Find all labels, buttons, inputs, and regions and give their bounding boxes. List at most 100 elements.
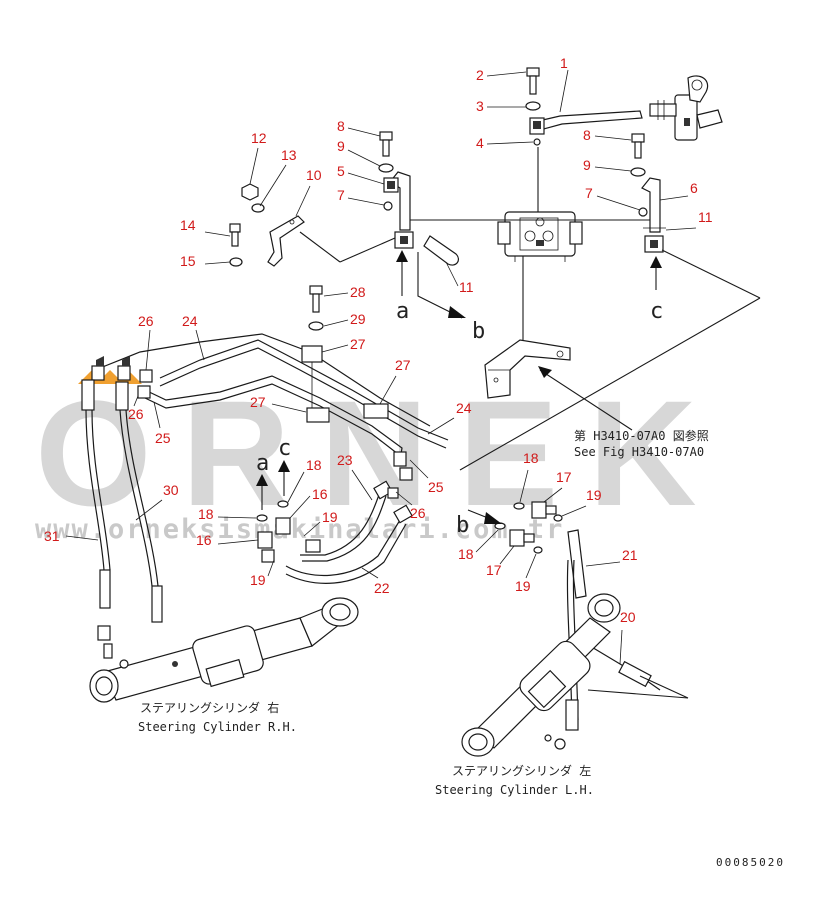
fitting-17a <box>531 501 557 519</box>
captions: 第 H3410-07A0 図参照 See Fig H3410-07A0 ステアリ… <box>138 428 709 797</box>
part-num-8b: 8 <box>583 127 591 143</box>
pin-4 <box>533 138 541 146</box>
view-arrow-a-top <box>396 250 408 296</box>
part-num-18c: 18 <box>523 450 539 466</box>
bolt-2 <box>526 67 540 95</box>
oring-19d <box>533 546 543 554</box>
view-letter-a-top: a <box>396 299 409 324</box>
washer-15 <box>229 257 243 267</box>
view-arrow-b-top <box>417 252 466 319</box>
nut-12 <box>241 183 259 201</box>
view-letter-a-bottom: a <box>256 451 269 476</box>
part-num-7b: 7 <box>585 185 593 201</box>
part-num-27c: 27 <box>250 394 266 410</box>
oring-18b <box>277 500 289 508</box>
view-letters: a b c a c b <box>256 299 663 538</box>
hose-30 <box>115 381 163 623</box>
part-num-13: 13 <box>281 147 297 163</box>
part-num-21: 21 <box>622 547 638 563</box>
part-num-24b: 24 <box>456 400 472 416</box>
part-number-labels: 1 2 3 4 8 9 7 6 11 8 9 5 7 11 12 13 10 1… <box>44 55 713 665</box>
bolt-8a <box>379 131 393 157</box>
part-num-26b: 26 <box>128 406 144 422</box>
pipe-clamp-27 <box>301 345 389 423</box>
part-num-27a: 27 <box>350 336 366 352</box>
view-arrow-c-bottom <box>278 460 290 496</box>
washer-13 <box>251 203 265 213</box>
part-num-26c: 26 <box>410 505 426 521</box>
part-num-12: 12 <box>251 130 267 146</box>
oring-18c <box>513 502 525 510</box>
hose-23 <box>300 480 393 562</box>
hose-21 <box>565 529 587 731</box>
fitting-16-17 <box>257 517 321 563</box>
washer-29 <box>308 321 324 331</box>
mounting-bracket <box>484 339 571 399</box>
ref-caption-jp: 第 H3410-07A0 図参照 <box>574 428 709 443</box>
bolt-14 <box>229 223 241 247</box>
oring-18a <box>256 514 268 522</box>
cylinder-rh-caption-jp: ステアリングシリンダ 右 <box>140 700 279 715</box>
ref-caption-en: See Fig H3410-07A0 <box>574 445 704 459</box>
part-num-1: 1 <box>560 55 568 71</box>
lever-assembly <box>529 75 723 141</box>
part-num-9a: 9 <box>337 138 345 154</box>
tube-24 <box>99 333 449 449</box>
oring-19c <box>553 514 563 522</box>
part-num-24a: 24 <box>182 313 198 329</box>
washer-9a <box>378 163 394 173</box>
tube-25 <box>144 375 403 467</box>
part-num-7a: 7 <box>337 187 345 203</box>
part-num-4: 4 <box>476 135 484 151</box>
part-num-22: 22 <box>374 580 390 596</box>
steering-cylinder-rh <box>89 597 359 703</box>
view-letter-c-bottom: c <box>278 436 291 461</box>
part-num-11b: 11 <box>698 209 713 225</box>
view-arrow-c-right <box>650 256 662 290</box>
oring-7b <box>638 207 648 217</box>
part-num-28: 28 <box>350 284 366 300</box>
connector-26-center <box>387 451 413 499</box>
part-num-14: 14 <box>180 217 196 233</box>
elbow-5 <box>383 171 414 249</box>
cylinder-rh-caption-en: Steering Cylinder R.H. <box>138 720 297 734</box>
oring-7a <box>383 201 393 211</box>
part-num-25a: 25 <box>155 430 171 446</box>
part-num-11a: 11 <box>459 279 474 295</box>
view-arrow-a-bottom <box>256 474 268 510</box>
washer-3 <box>525 101 541 111</box>
fitting-17b <box>509 529 535 547</box>
part-num-17b: 17 <box>486 562 502 578</box>
part-num-29: 29 <box>350 311 366 327</box>
part-num-19c: 19 <box>586 487 602 503</box>
steering-cylinder-lh <box>461 593 621 757</box>
document-number: 00085020 <box>716 856 785 869</box>
part-num-23: 23 <box>337 452 353 468</box>
part-num-6: 6 <box>690 180 698 196</box>
part-num-2: 2 <box>476 67 484 83</box>
part-num-25b: 25 <box>428 479 444 495</box>
bracket-10 <box>267 215 305 267</box>
part-num-19b: 19 <box>250 572 266 588</box>
part-num-9b: 9 <box>583 157 591 173</box>
view-letter-c-right: c <box>650 299 663 324</box>
clamp-11a <box>423 235 460 266</box>
part-num-5: 5 <box>337 163 345 179</box>
bolt-28 <box>309 285 323 313</box>
part-num-8a: 8 <box>337 118 345 134</box>
view-letter-b-top: b <box>472 319 485 344</box>
part-num-19d: 19 <box>515 578 531 594</box>
bolt-8b <box>631 133 645 159</box>
view-arrow-b-bottom <box>467 509 502 524</box>
part-num-30: 30 <box>163 482 179 498</box>
part-num-3: 3 <box>476 98 484 114</box>
part-num-18d: 18 <box>458 546 474 562</box>
part-num-15: 15 <box>180 253 196 269</box>
part-num-27b: 27 <box>395 357 411 373</box>
view-letter-b-bottom: b <box>456 513 469 538</box>
hose-31 <box>81 379 113 659</box>
connector-26-left <box>91 356 153 399</box>
part-num-17a: 17 <box>556 469 572 485</box>
cylinder-lh-caption-en: Steering Cylinder L.H. <box>435 783 594 797</box>
hose-22 <box>285 504 413 584</box>
